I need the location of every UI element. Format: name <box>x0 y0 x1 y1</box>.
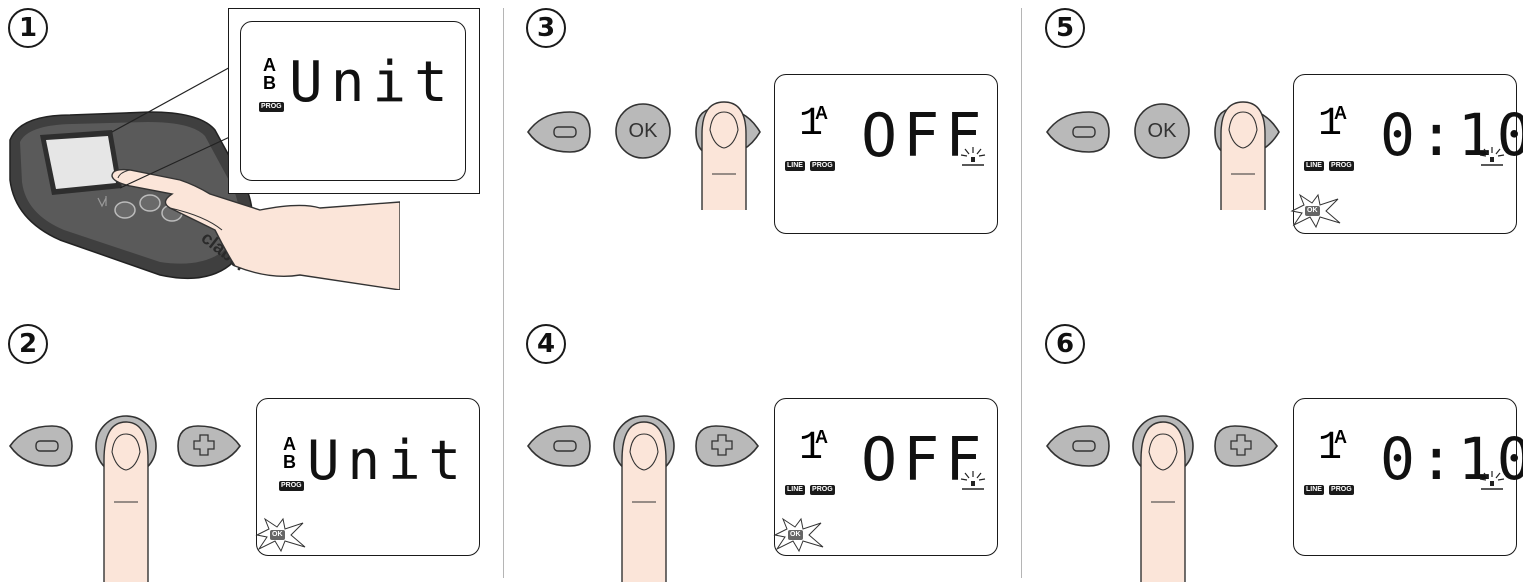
step-2: 2 A B PROG Unit OK <box>0 324 500 582</box>
step-number: 3 <box>526 8 566 48</box>
step-3: 3 OK 1 A LINE PROG OFF <box>518 0 1018 290</box>
ok-button-pressed[interactable] <box>92 412 162 582</box>
step-number: 5 <box>1045 8 1085 48</box>
minus-icon <box>1072 126 1096 138</box>
minus-button[interactable] <box>6 422 76 470</box>
zoomed-display-frame: A B PROG Unit <box>228 8 480 194</box>
step-4: 4 1 A LINE PROG OFF OK <box>518 324 1018 582</box>
zone-b-label: B <box>283 452 296 472</box>
lcd-display: 1 A LINE PROG 0:10 OK <box>1290 74 1523 234</box>
plus-button[interactable] <box>1211 422 1281 470</box>
prog-badge: PROG <box>279 480 304 491</box>
ok-flash-label: OK <box>788 530 803 540</box>
zone-indicator: A B <box>283 435 296 471</box>
zone-indicator: A B <box>263 56 276 92</box>
lcd-main-text: 0:10 <box>1380 425 1523 493</box>
zone-a-label: A <box>815 103 828 123</box>
line-badge: LINE <box>1304 484 1324 495</box>
step-6: 6 1 A LINE PROG 0:10 <box>1037 324 1523 582</box>
step-number: 1 <box>8 8 48 48</box>
step-number: 6 <box>1045 324 1085 364</box>
sprinkler-icon <box>960 147 986 166</box>
remote-control-illustration: claber <box>9 111 400 290</box>
plus-icon <box>193 434 215 456</box>
lcd-main-text: 0:10 <box>1380 101 1523 169</box>
sprinkler-icon <box>960 471 986 490</box>
zoom-callout-lines <box>111 64 235 189</box>
prog-badge: PROG <box>1329 160 1354 171</box>
plus-icon <box>1230 434 1252 456</box>
minus-button[interactable] <box>1043 422 1113 470</box>
minus-icon <box>553 440 577 452</box>
plus-button-pressed[interactable] <box>1209 98 1285 210</box>
step-number: 2 <box>8 324 48 364</box>
minus-icon <box>553 126 577 138</box>
lcd-main-text: Unit <box>289 50 456 115</box>
prog-badge: PROG <box>259 101 284 112</box>
ok-button-label: OK <box>1147 119 1177 142</box>
lcd-display: 1 A LINE PROG OFF <box>774 74 998 234</box>
line-badge: LINE <box>1304 160 1324 171</box>
minus-icon <box>1072 440 1096 452</box>
line-number: 1 <box>799 102 824 147</box>
plus-button[interactable] <box>692 422 762 470</box>
prog-badge: PROG <box>810 484 835 495</box>
line-number: 1 <box>1318 426 1343 471</box>
lcd-main-text: OFF <box>861 425 988 495</box>
ok-flash-indicator: OK <box>253 517 309 557</box>
line-number: 1 <box>1318 102 1343 147</box>
line-number: 1 <box>799 426 824 471</box>
lcd-display: A B PROG Unit OK <box>253 398 480 557</box>
ok-flash-indicator: OK <box>1288 193 1344 233</box>
step-number: 4 <box>526 324 566 364</box>
ok-flash-label: OK <box>270 530 285 540</box>
column-divider-2 <box>1021 8 1022 578</box>
lcd-display: 1 A LINE PROG 0:10 <box>1293 398 1523 556</box>
zone-a-label: A <box>1334 427 1347 447</box>
lcd-main-text: Unit <box>307 429 470 492</box>
prog-badge: PROG <box>810 160 835 171</box>
line-badge: LINE <box>785 484 805 495</box>
zone-a-label: A <box>263 55 276 75</box>
prog-badge: PROG <box>1329 484 1354 495</box>
plus-button[interactable] <box>174 422 244 470</box>
lcd-display: 1 A LINE PROG OFF OK <box>771 398 998 557</box>
ok-button-pressed[interactable] <box>610 412 680 582</box>
minus-button[interactable] <box>524 108 594 156</box>
step-5: 5 OK 1 A LINE PROG 0:10 OK <box>1037 0 1523 290</box>
line-badge: LINE <box>785 160 805 171</box>
zone-a-label: A <box>815 427 828 447</box>
zone-a-label: A <box>1334 103 1347 123</box>
ok-button[interactable]: OK <box>1133 102 1191 160</box>
ok-flash-label: OK <box>1305 206 1320 216</box>
zone-a-label: A <box>283 434 296 454</box>
ok-button-pressed[interactable] <box>1129 412 1199 582</box>
plus-button-pressed[interactable] <box>690 98 766 210</box>
minus-icon <box>35 440 59 452</box>
sprinkler-icon <box>1479 147 1505 166</box>
ok-button-label: OK <box>628 119 658 142</box>
lcd-main-text: OFF <box>861 101 988 171</box>
ok-button[interactable]: OK <box>614 102 672 160</box>
minus-button[interactable] <box>524 422 594 470</box>
lcd-display: A B PROG Unit <box>240 21 466 181</box>
zone-b-label: B <box>263 73 276 93</box>
ok-flash-indicator: OK <box>771 517 827 557</box>
step-1: 1 claber A B PROG Unit <box>0 0 500 290</box>
sprinkler-icon <box>1479 471 1505 490</box>
minus-button[interactable] <box>1043 108 1113 156</box>
plus-icon <box>711 434 733 456</box>
column-divider-1 <box>503 8 504 578</box>
